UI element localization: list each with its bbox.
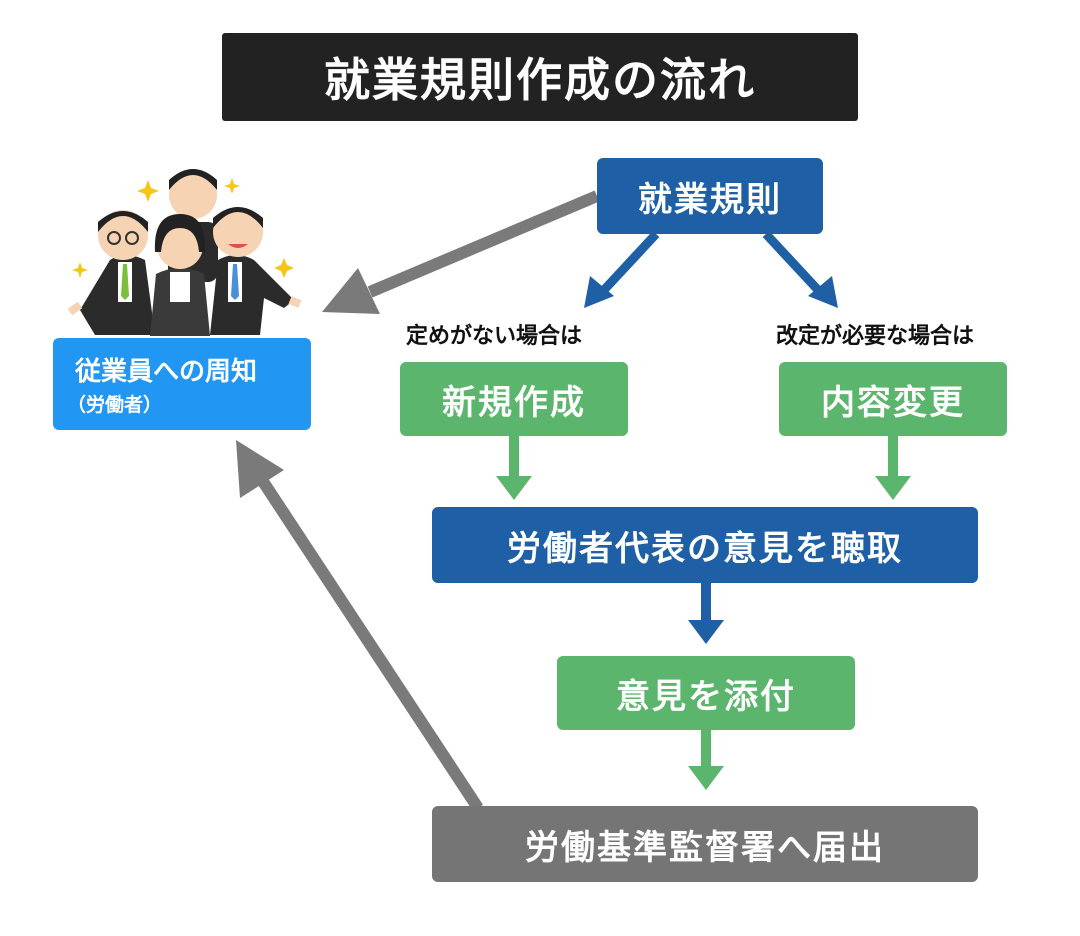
arrow-rules-to-change bbox=[762, 230, 838, 308]
arrow-new-to-hear bbox=[496, 436, 532, 500]
worker-left bbox=[67, 210, 155, 335]
rules-node: 就業規則 bbox=[597, 158, 823, 234]
arrow-rules-to-new bbox=[584, 230, 660, 308]
worker-center bbox=[150, 214, 210, 336]
notify-employees-title: 従業員への周知 bbox=[75, 357, 258, 387]
arrow-change-to-hear bbox=[875, 436, 911, 500]
office-workers-illustration bbox=[67, 169, 302, 336]
arrow-rules-to-notify bbox=[322, 190, 600, 314]
new-creation-node: 新規作成 bbox=[400, 362, 628, 436]
hear-opinion-node: 労働者代表の意見を聴取 bbox=[432, 507, 978, 583]
page-title: 就業規則作成の流れ bbox=[222, 33, 858, 121]
submit-to-labor-office-node: 労働基準監督署へ届出 bbox=[432, 806, 978, 882]
arrow-submit-to-notify bbox=[236, 440, 484, 812]
attach-opinion-node: 意見を添付 bbox=[557, 656, 855, 730]
change-needed-condition-label: 改定が必要な場合は bbox=[776, 324, 975, 349]
no-rules-condition-label: 定めがない場合は bbox=[406, 324, 583, 349]
notify-employees-subtitle: （労働者） bbox=[67, 394, 163, 416]
arrow-hear-to-attach bbox=[688, 583, 724, 644]
worker-right bbox=[210, 207, 302, 335]
sparkle-icon bbox=[72, 178, 294, 278]
arrow-attach-to-submit bbox=[688, 730, 724, 790]
notify-employees-node: 従業員への周知 （労働者） bbox=[53, 338, 311, 430]
content-change-node: 内容変更 bbox=[779, 362, 1007, 436]
